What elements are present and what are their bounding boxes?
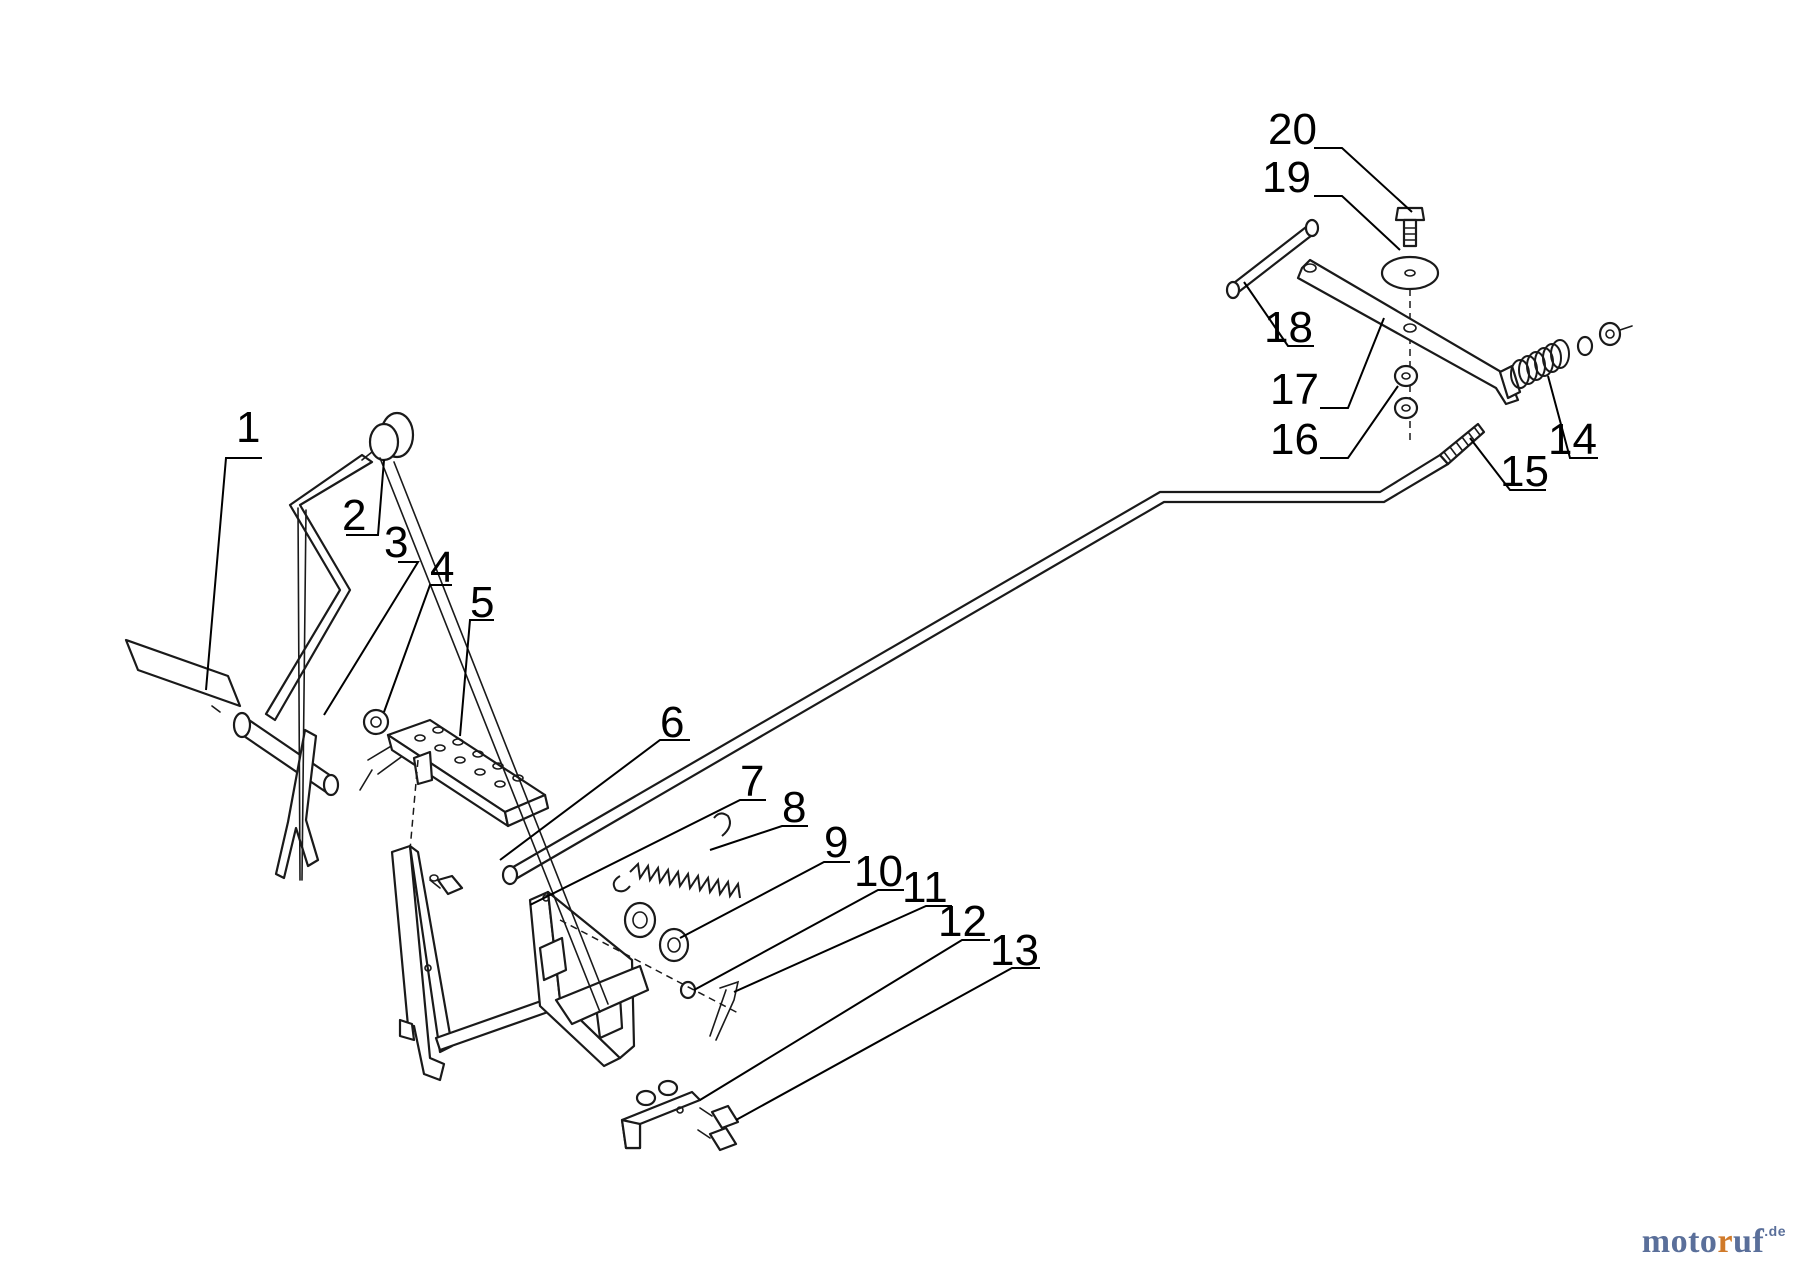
callout-17: 17	[1270, 365, 1319, 414]
nut-part	[362, 708, 390, 736]
flat-arm-part	[1296, 258, 1522, 406]
callout-2: 2	[342, 491, 366, 540]
callout-4: 4	[430, 543, 454, 592]
callout-15: 15	[1500, 447, 1549, 496]
callout-10: 10	[854, 847, 903, 896]
watermark-part-b: r	[1717, 1223, 1734, 1260]
callout-12: 12	[938, 897, 987, 946]
callout-6: 6	[660, 698, 684, 747]
washer-part	[1380, 255, 1440, 291]
shaft-part	[124, 638, 340, 797]
pin-part	[1225, 218, 1320, 300]
compression-spring-part	[1510, 321, 1633, 389]
callout-14: 14	[1548, 415, 1597, 464]
callout-5: 5	[470, 578, 494, 627]
callout-1: 1	[236, 403, 260, 452]
bottom-bracket-part	[620, 1079, 702, 1150]
control-rod-part	[501, 453, 1450, 886]
callout-11: 11	[902, 863, 948, 912]
callout-7: 7	[740, 757, 764, 806]
knob-part	[361, 411, 415, 462]
top-bolt-part	[1394, 206, 1426, 248]
guide-lines	[379, 457, 609, 1013]
extension-spring-part	[612, 812, 741, 899]
callout-16: 16	[1270, 415, 1319, 464]
callout-3: 3	[384, 518, 408, 567]
spacer-nuts-part	[1393, 364, 1419, 420]
watermark-part-a: moto	[1641, 1223, 1718, 1260]
pedal-lever-part	[264, 453, 374, 881]
leader-lines	[205, 147, 1598, 1121]
foot-pedal-part	[386, 718, 550, 828]
watermark-suffix: .de	[1764, 1223, 1786, 1239]
watermark-part-c: uf	[1733, 1223, 1765, 1260]
bolt-left	[429, 874, 464, 896]
callout-9: 9	[824, 818, 848, 867]
callout-20: 20	[1268, 105, 1317, 154]
callout-8: 8	[782, 783, 806, 832]
callout-18: 18	[1264, 303, 1313, 352]
threaded-rod-end	[1438, 422, 1486, 466]
callout-19: 19	[1262, 153, 1311, 202]
callout-13: 13	[990, 926, 1039, 975]
bottom-bolts-part	[697, 1104, 740, 1152]
watermark-logo: motoruf.de	[1642, 1223, 1786, 1261]
mounting-bracket-part	[390, 844, 550, 1082]
callout-labels: 1 2 3 4 5 6 7 8 9 10 11 12 13 14 15 16 1…	[236, 105, 1597, 975]
